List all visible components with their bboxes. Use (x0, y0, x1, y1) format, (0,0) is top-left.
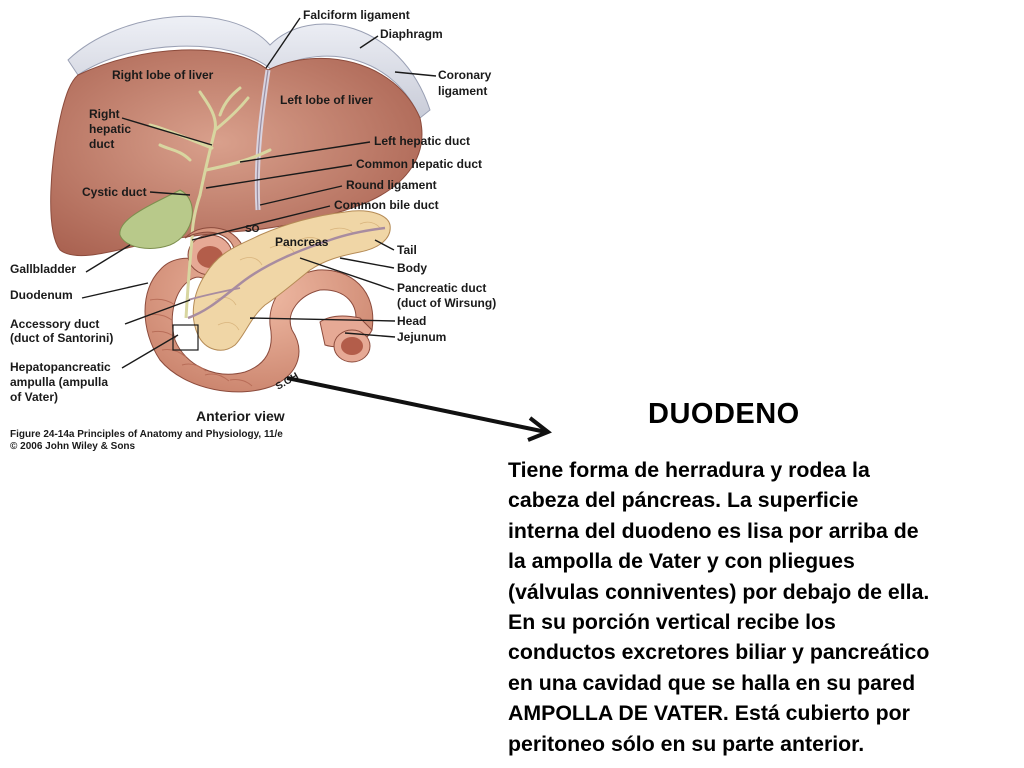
anatomy-figure: S.OH SO Falciform ligament Diaphragm Cor… (10, 8, 496, 452)
pancreatic-duct (187, 226, 386, 320)
jejunum-lumen (341, 337, 363, 355)
pancreas-shape (192, 210, 391, 351)
gallbladder-shape (119, 189, 193, 249)
label-duodenum: Duodenum (10, 288, 73, 302)
label-right-hepatic-duct-1: Right (89, 107, 120, 121)
label-tail: Tail (397, 243, 417, 257)
label-cystic-duct: Cystic duct (82, 185, 147, 199)
label-pancreas: Pancreas (275, 235, 329, 249)
artist-mark-small: SO (245, 224, 260, 235)
description-line: en una cavidad que se halla en su pared (508, 670, 916, 695)
label-ampulla-3: of Vater) (10, 390, 58, 404)
leader-lines (81, 17, 437, 369)
slide-title: DUODENO (648, 398, 800, 430)
description-line: conductos excretores biliar y pancreátic… (508, 640, 930, 665)
description-line: AMPOLLA DE VATER. Está cubierto por (508, 701, 910, 726)
label-right-hepatic-duct-2: hepatic (89, 122, 131, 136)
label-ampulla-2: ampulla (ampulla (10, 375, 108, 389)
label-common-bile-duct: Common bile duct (334, 198, 439, 212)
label-left-hepatic-duct: Left hepatic duct (374, 134, 470, 148)
description-line: (válvulas conniventes) por debajo de ell… (508, 579, 930, 604)
label-accessory-duct-2: (duct of Santorini) (10, 331, 113, 345)
diaphragm-shape (67, 15, 431, 119)
label-ampulla-1: Hepatopancreatic (10, 360, 111, 374)
label-accessory-duct-1: Accessory duct (10, 317, 99, 331)
label-body: Body (397, 261, 427, 275)
label-gallbladder: Gallbladder (10, 262, 76, 276)
label-common-hepatic-duct: Common hepatic duct (356, 157, 482, 171)
label-right-lobe: Right lobe of liver (112, 68, 214, 82)
accessory-duct (187, 287, 241, 301)
label-round-ligament: Round ligament (346, 178, 437, 192)
description-line: interna del duodeno es lisa por arriba d… (508, 518, 919, 543)
label-pancreatic-duct-1: Pancreatic duct (397, 281, 486, 295)
description-line: En su porción vertical recibe los (508, 610, 836, 635)
figure-caption: Figure 24-14a Principles of Anatomy and … (10, 429, 283, 440)
label-coronary-ligament-1: Coronary (438, 68, 492, 82)
slide-description: Tiene forma de herradura y rodea la cabe… (508, 455, 1018, 759)
falciform-line-inner (256, 69, 269, 211)
label-pancreatic-duct-2: (duct of Wirsung) (397, 296, 496, 310)
common-bile-duct (184, 239, 194, 319)
label-falciform-ligament: Falciform ligament (303, 8, 410, 22)
label-head: Head (397, 314, 426, 328)
label-anterior-view: Anterior view (196, 408, 285, 424)
label-diaphragm: Diaphragm (380, 27, 443, 41)
description-line: Tiene forma de herradura y rodea la (508, 458, 870, 482)
description-line: la ampolla de Vater y con pliegues (508, 549, 855, 574)
label-right-hepatic-duct-3: duct (89, 137, 114, 151)
description-line: cabeza del páncreas. La superficie (508, 488, 859, 513)
label-jejunum: Jejunum (397, 330, 446, 344)
label-left-lobe: Left lobe of liver (280, 93, 373, 107)
figure-copyright: © 2006 John Wiley & Sons (10, 441, 136, 452)
label-coronary-ligament-2: ligament (438, 84, 487, 98)
description-line: peritoneo sólo en su parte anterior. (508, 731, 865, 756)
